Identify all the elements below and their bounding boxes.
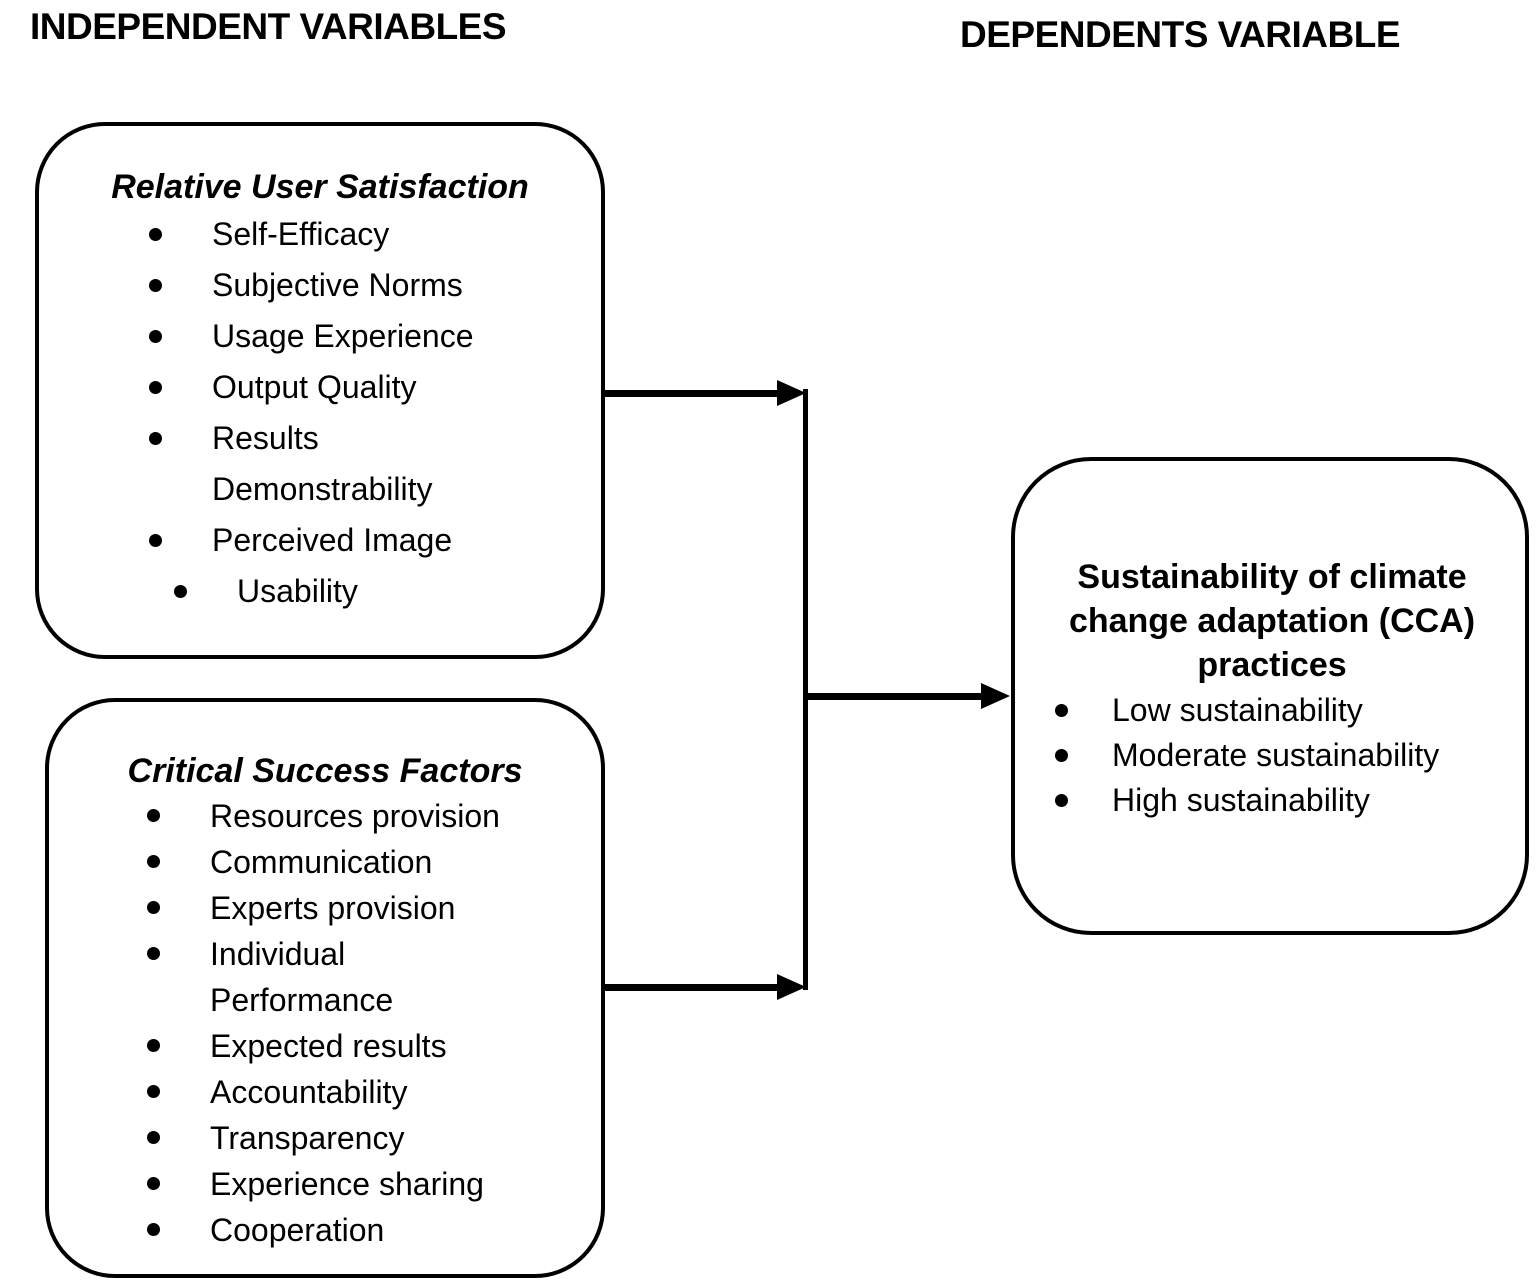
list-item-text: Output Quality xyxy=(212,368,417,405)
list-item: Low sustainability xyxy=(1055,688,1489,733)
list-item: Communication xyxy=(147,839,571,885)
list-item-text: Self-Efficacy xyxy=(212,215,390,252)
list-item-text: Low sustainability xyxy=(1112,691,1363,728)
arrowhead-right-icon xyxy=(777,974,806,1000)
list-item-text: Transparency xyxy=(210,1119,405,1156)
bullet-icon xyxy=(147,1084,160,1098)
list-item: Individual Performance xyxy=(147,931,571,1023)
bullet-icon xyxy=(149,278,162,292)
sustainability-title: Sustainability of climate change adaptat… xyxy=(1068,558,1476,685)
junction-vertical-line xyxy=(803,389,808,990)
bullet-icon xyxy=(149,329,162,343)
bullet-icon xyxy=(149,431,162,445)
list-item: Output Quality xyxy=(149,362,571,413)
list-item: Results Demonstrability xyxy=(149,413,571,515)
arrow-success-factors-to-junction xyxy=(605,974,806,1000)
bullet-icon xyxy=(149,227,162,241)
list-item-text: Moderate sustainability xyxy=(1112,736,1440,773)
list-item-text: Expected results xyxy=(210,1027,447,1064)
arrow-satisfaction-to-junction xyxy=(605,380,806,406)
bullet-icon xyxy=(149,533,162,547)
list-item-text: Accountability xyxy=(210,1073,408,1110)
list-item-text: Perceived Image xyxy=(212,521,453,558)
list-item-text: Cooperation xyxy=(210,1211,385,1248)
list-item-text: Communication xyxy=(210,843,433,880)
list-item: Transparency xyxy=(147,1115,571,1161)
bullet-icon xyxy=(147,1176,160,1190)
arrowhead-right-icon xyxy=(981,683,1010,709)
list-item-text: Individual Performance xyxy=(210,935,394,1018)
list-item-text: Results Demonstrability xyxy=(212,419,433,507)
list-item: Subjective Norms xyxy=(149,260,571,311)
list-item: Resources provision xyxy=(147,793,571,839)
bullet-icon xyxy=(147,1130,160,1144)
bullet-icon xyxy=(1055,793,1068,807)
list-item: Expected results xyxy=(147,1023,571,1069)
list-item-text: Usability xyxy=(237,572,358,609)
bullet-icon xyxy=(147,946,160,960)
independent-variables-heading: INDEPENDENT VARIABLES xyxy=(30,6,507,47)
arrow-shaft xyxy=(605,983,777,991)
bullet-icon xyxy=(147,808,160,822)
relative-user-satisfaction-title: Relative User Satisfaction xyxy=(111,168,529,206)
list-item: Experience sharing xyxy=(147,1161,571,1207)
list-item: Experts provision xyxy=(147,885,571,931)
list-item: Usage Experience xyxy=(149,311,571,362)
bullet-icon xyxy=(1055,703,1068,717)
bullet-icon xyxy=(174,584,187,598)
bullet-icon xyxy=(147,900,160,914)
list-item-text: Subjective Norms xyxy=(212,266,463,303)
bullet-icon xyxy=(147,1038,160,1052)
arrow-shaft xyxy=(806,692,981,700)
arrowhead-right-icon xyxy=(777,380,806,406)
list-item: Self-Efficacy xyxy=(149,209,571,260)
critical-success-factors-title: Critical Success Factors xyxy=(127,752,523,790)
bullet-icon xyxy=(149,380,162,394)
relative-user-satisfaction-box: Relative User Satisfaction Self-Efficacy… xyxy=(35,122,605,659)
list-item: Usability xyxy=(174,566,571,617)
arrow-shaft xyxy=(605,389,777,397)
list-item-text: Usage Experience xyxy=(212,317,474,354)
list-item: Cooperation xyxy=(147,1207,571,1253)
arrow-junction-to-sustainability xyxy=(806,683,1010,709)
list-item: Moderate sustainability xyxy=(1055,733,1489,778)
list-item-text: High sustainability xyxy=(1112,781,1370,818)
bullet-icon xyxy=(147,854,160,868)
critical-success-factors-box: Critical Success Factors Resources provi… xyxy=(45,698,605,1278)
list-item: High sustainability xyxy=(1055,778,1489,823)
list-item: Accountability xyxy=(147,1069,571,1115)
list-item-text: Experience sharing xyxy=(210,1165,484,1202)
list-item-text: Resources provision xyxy=(210,797,500,834)
bullet-icon xyxy=(1055,748,1068,762)
bullet-icon xyxy=(147,1222,160,1236)
list-item: Perceived Image xyxy=(149,515,571,566)
list-item-text: Experts provision xyxy=(210,889,456,926)
dependents-variable-heading: DEPENDENTS VARIABLE xyxy=(960,14,1401,55)
sustainability-box: Sustainability of climate change adaptat… xyxy=(1011,457,1529,935)
